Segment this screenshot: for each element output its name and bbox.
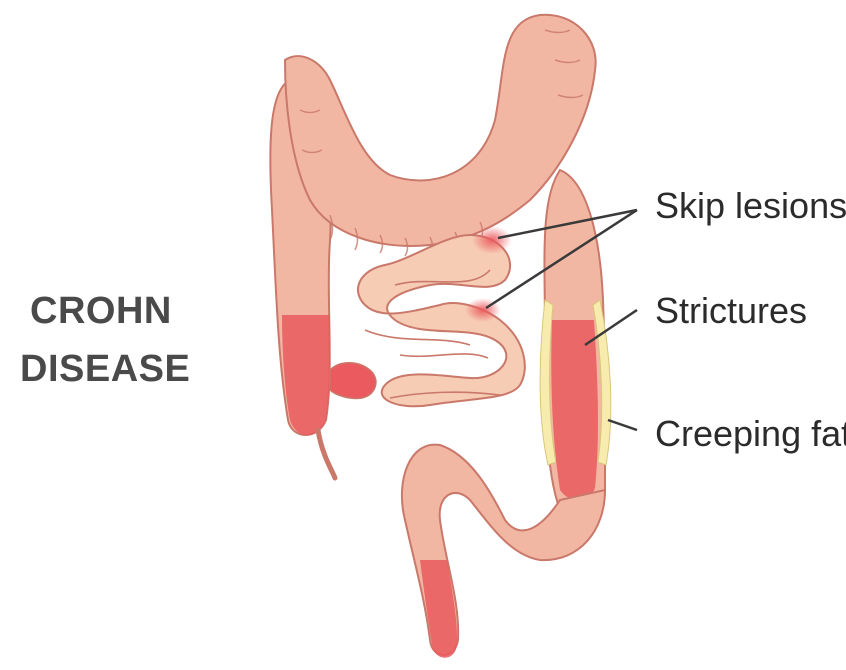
label-creeping-fat: Creeping fat [655,413,846,455]
skip-lesion-1 [472,226,512,254]
appendix [318,430,335,478]
stricture-segment [551,320,598,500]
title-line-2: DISEASE [20,348,190,391]
small-bowel [358,235,525,406]
label-skip-lesions: Skip lesions [655,185,846,227]
terminal-ileum [330,363,376,399]
label-strictures: Strictures [655,290,807,332]
title-line-1: CROHN [30,290,172,333]
